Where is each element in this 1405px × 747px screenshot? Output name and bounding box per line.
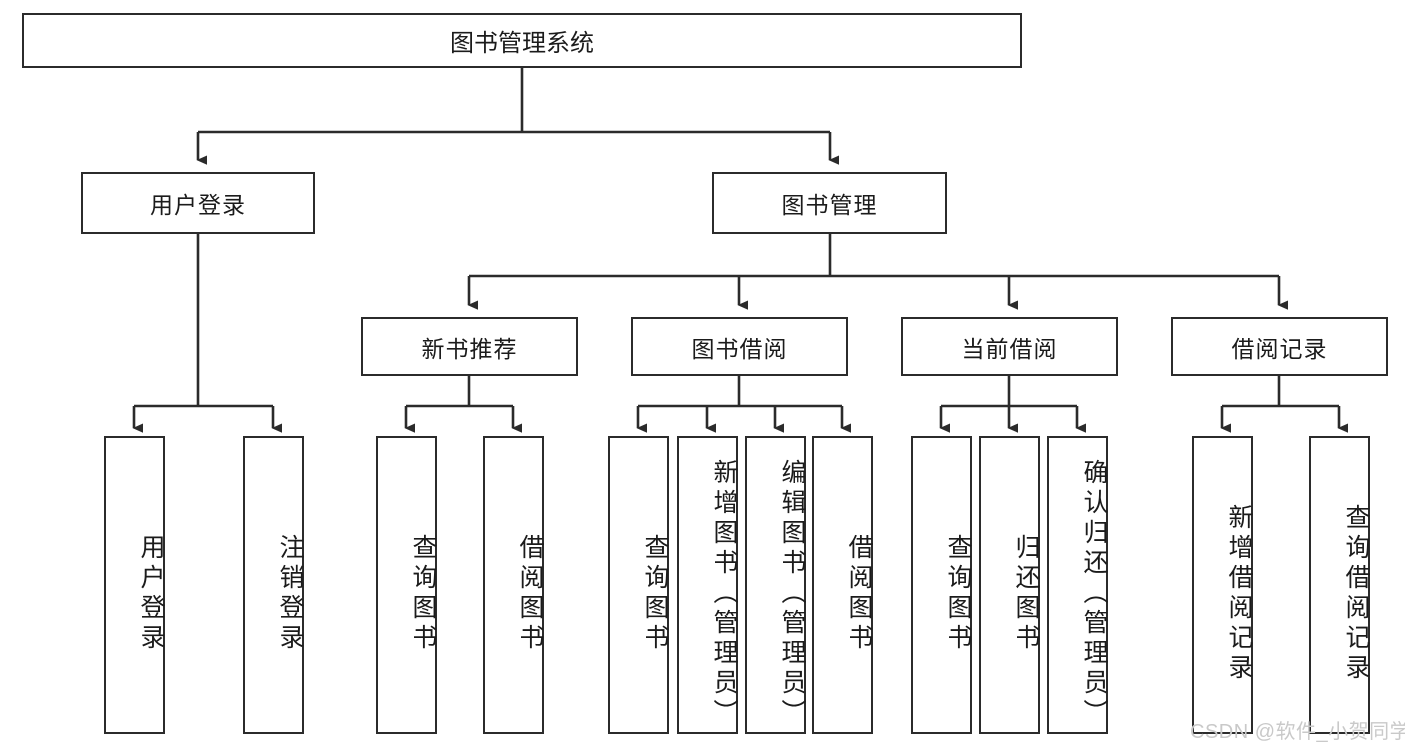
node-leaf-edit-book-admin[interactable]: 编辑图书（管理员）: [745, 436, 806, 734]
node-label: 当前借阅: [961, 335, 1058, 362]
node-leaf-borrow-book[interactable]: 借阅图书: [812, 436, 873, 734]
node-label: 用户登录: [137, 534, 165, 654]
node-leaf-borrow-book-recommend[interactable]: 借阅图书: [483, 436, 544, 734]
node-leaf-query-book-current[interactable]: 查询图书: [911, 436, 972, 734]
watermark-text: CSDN @软件_小贺同学: [1190, 721, 1405, 743]
node-label: 图书借阅: [691, 335, 788, 362]
node-leaf-confirm-return-admin[interactable]: 确认归还（管理员）: [1047, 436, 1108, 734]
node-leaf-query-book-recommend[interactable]: 查询图书: [376, 436, 437, 734]
node-label: 查询图书: [944, 534, 972, 654]
node-label: 查询借阅记录: [1342, 504, 1370, 684]
node-label: 借阅图书: [516, 534, 544, 654]
node-label: 归还图书: [1012, 534, 1040, 654]
node-user-login[interactable]: 用户登录: [81, 172, 315, 234]
node-leaf-return-book[interactable]: 归还图书: [979, 436, 1040, 734]
node-leaf-logout[interactable]: 注销登录: [243, 436, 304, 734]
node-label: 新增图书（管理员）: [710, 459, 738, 729]
node-label: 新书推荐: [421, 335, 518, 362]
node-leaf-add-borrow-record[interactable]: 新增借阅记录: [1192, 436, 1253, 734]
node-label: 注销登录: [276, 534, 304, 654]
node-root-system[interactable]: 图书管理系统: [22, 13, 1022, 68]
node-leaf-query-book-borrow[interactable]: 查询图书: [608, 436, 669, 734]
node-borrow-record[interactable]: 借阅记录: [1171, 317, 1388, 376]
node-book-management[interactable]: 图书管理: [712, 172, 947, 234]
node-current-borrow[interactable]: 当前借阅: [901, 317, 1118, 376]
node-label: 图书管理系统: [450, 30, 594, 57]
node-label: 新增借阅记录: [1225, 504, 1253, 684]
node-label: 图书管理: [781, 192, 878, 218]
node-label: 查询图书: [641, 534, 669, 654]
node-leaf-add-book-admin[interactable]: 新增图书（管理员）: [677, 436, 738, 734]
node-label: 编辑图书（管理员）: [778, 459, 806, 729]
node-leaf-user-login[interactable]: 用户登录: [104, 436, 165, 734]
node-leaf-query-borrow-record[interactable]: 查询借阅记录: [1309, 436, 1370, 734]
node-label: 用户登录: [150, 192, 246, 218]
node-new-book-recommend[interactable]: 新书推荐: [361, 317, 578, 376]
node-book-borrow[interactable]: 图书借阅: [631, 317, 848, 376]
node-label: 确认归还（管理员）: [1080, 459, 1108, 729]
node-label: 查询图书: [409, 534, 437, 654]
node-label: 借阅图书: [845, 534, 873, 654]
node-label: 借阅记录: [1231, 335, 1328, 362]
